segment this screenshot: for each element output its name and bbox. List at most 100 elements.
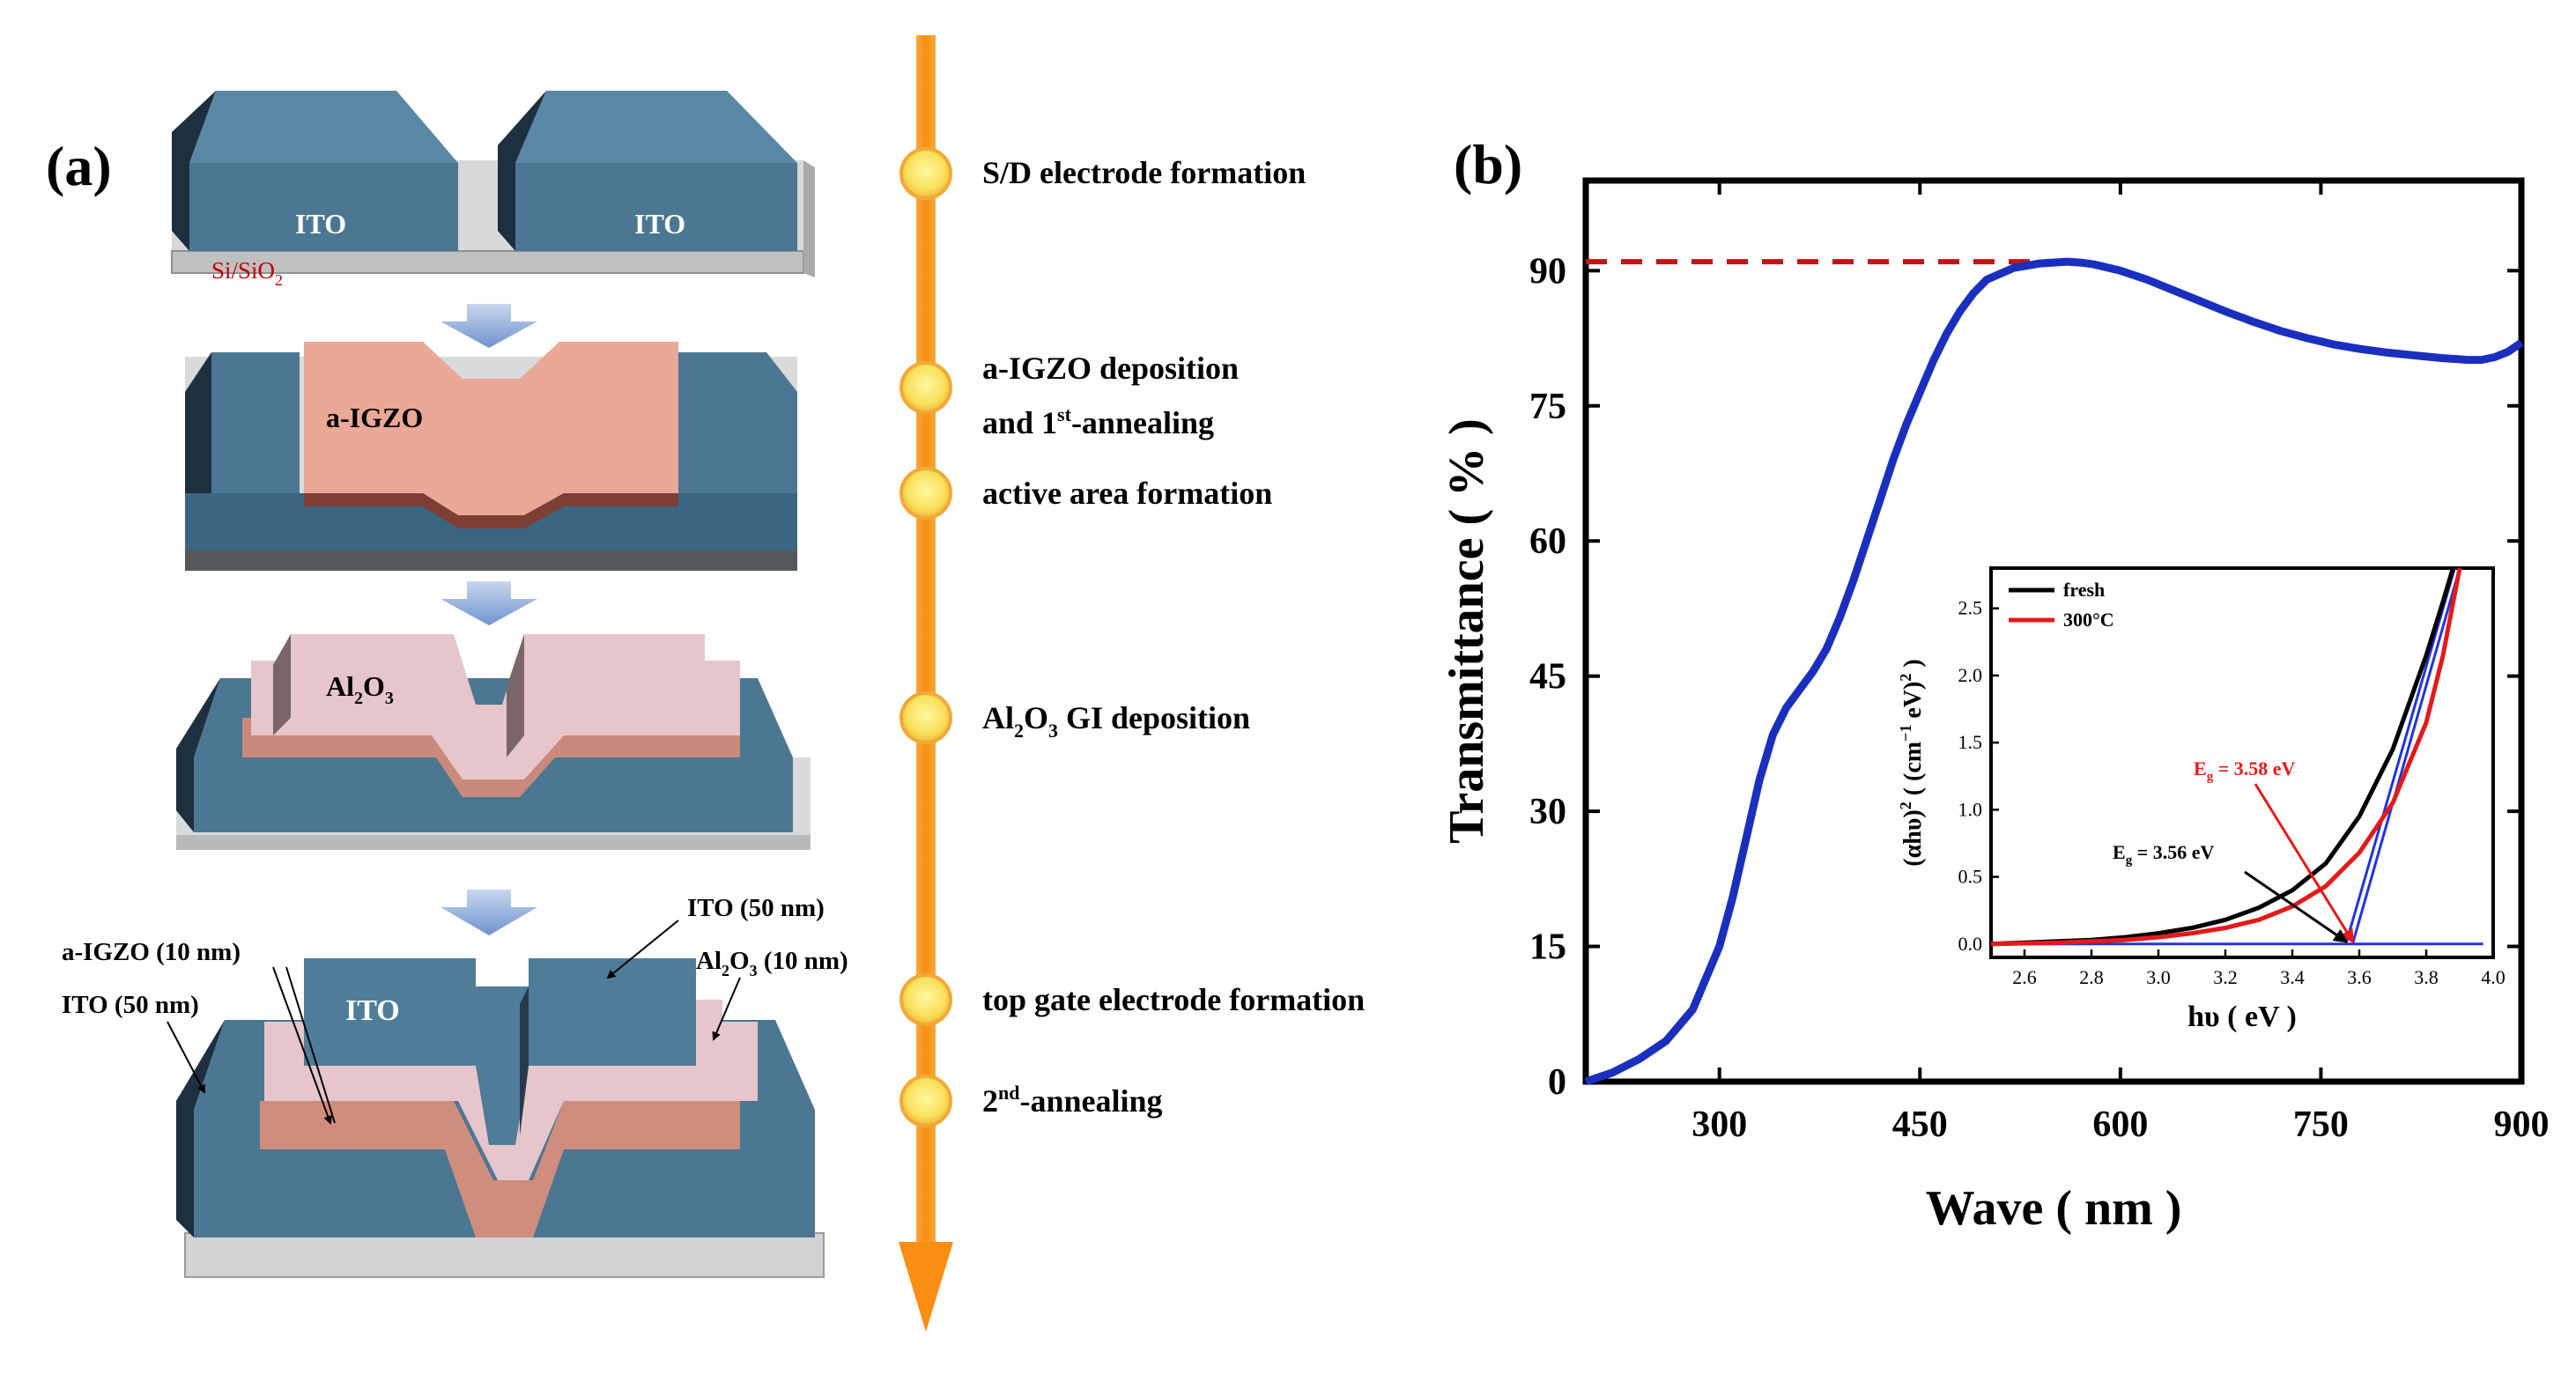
substrate-3-edge: [176, 835, 811, 850]
ito-gate-label: ITO: [345, 994, 400, 1027]
al2o3-side: [273, 634, 291, 735]
transmittance-series-line: [1584, 257, 2524, 1086]
y-tick-label: 75: [1529, 387, 1566, 427]
inset-x-tick-label: 3.6: [2347, 966, 2372, 988]
process-arrow-2: [440, 581, 537, 625]
inset-annotation-arrow-2: [2244, 870, 2349, 943]
ito-top-gate-side: [520, 986, 529, 1136]
y-tick-label: 15: [1529, 927, 1566, 968]
inset-x-axis-label: hυ ( eV ): [2187, 1001, 2297, 1033]
inset-fit-line-2: [2350, 568, 2461, 945]
ito-4-side: [176, 1020, 225, 1237]
inset-y-axis-label: (αhυ)2 ( (cm−1 eV)2 ): [1897, 659, 1927, 866]
y-tick-label: 0: [1548, 1062, 1566, 1103]
igzo-4: [260, 1101, 740, 1237]
timeline-dot-6: [899, 973, 952, 1026]
substrate-4: [184, 1232, 825, 1278]
inset-x-tick-label: 3.4: [2280, 966, 2305, 988]
ito-left-front: [189, 163, 458, 251]
panel-a-label: (a): [46, 135, 112, 197]
timeline-step-3: and 1st-annealing: [982, 403, 1214, 440]
annotation-arrow-ito-top: [606, 920, 679, 979]
inset-fit-line-1: [2344, 568, 2456, 945]
timeline-step-5: Al2O3 GI deposition: [982, 700, 1250, 742]
inset-plot-area: [1991, 568, 2483, 947]
timeline-dot-4: [899, 467, 952, 520]
ito-right-label: ITO: [634, 208, 685, 240]
timeline-dot-1: [899, 147, 952, 200]
inset-y-tick-label: 0.0: [1958, 933, 1983, 955]
ito-3-side: [176, 678, 220, 832]
timeline-dot-5: [899, 691, 952, 744]
inset-y-tick-label: 2.5: [1958, 597, 1983, 619]
igzo-film-side: [304, 493, 678, 528]
x-tick-label: 450: [1892, 1104, 1948, 1145]
process-arrow-3: [440, 890, 537, 935]
annotation-arrow-al2o3: [712, 977, 741, 1041]
annotation-arrow-ito-side: [167, 1021, 205, 1094]
ito-left-label: ITO: [295, 208, 346, 240]
annotation-arrow-igzo-2: [285, 966, 336, 1124]
x-tick-label: 900: [2494, 1104, 2550, 1145]
inset-x-tick-label: 2.6: [2012, 966, 2037, 988]
timeline-step-6: top gate electrode formation: [982, 982, 1365, 1017]
timeline-dot-7: [899, 1075, 952, 1127]
inset-x-tick-label: 3.8: [2414, 966, 2439, 988]
timeline-step-2: a-IGZO deposition: [982, 351, 1239, 386]
al2o3-label: Al2O3: [326, 670, 394, 708]
ito-2-right: [678, 352, 797, 528]
igzo-film: [304, 342, 678, 515]
annotation-al2o3: Al2O3 (10 nm): [696, 947, 848, 979]
diagram-step-2: a-IGZO: [185, 342, 797, 571]
ito-top-gate: [304, 958, 696, 1145]
al2o3-layer: [251, 634, 740, 779]
inset-x-tick-label: 3.2: [2213, 966, 2238, 988]
igzo-label: a-IGZO: [326, 402, 423, 433]
ito-right-side: [498, 91, 546, 251]
annotation-ito-top: ITO (50 nm): [687, 894, 825, 922]
ito-right-top: [515, 91, 797, 163]
inset-x-tick-label: 2.8: [2079, 966, 2104, 988]
inset-y-tick-label: 0.5: [1958, 866, 1983, 888]
inset-y-tick-label: 1.5: [1958, 731, 1983, 753]
al2o3-side-2: [507, 634, 524, 757]
diagram-step-3: Al2O3: [176, 634, 811, 850]
y-tick-label: 45: [1529, 657, 1566, 698]
x-axis-label: Wave ( nm ): [1926, 1181, 2182, 1236]
timeline-step-4: active area formation: [982, 476, 1272, 511]
substrate-2-bottom: [185, 550, 797, 571]
ito-right-front: [515, 163, 797, 251]
timeline-step-7: 2nd-annealing: [982, 1082, 1163, 1119]
timeline-dot-2: [899, 361, 952, 414]
inset-annotation-eg-1: Eg = 3.58 eV: [2194, 757, 2295, 784]
annotation-arrow-igzo: [272, 966, 332, 1125]
ito-left-top: [189, 91, 458, 163]
inset-x-tick-label: 4.0: [2481, 966, 2506, 988]
timeline-arrowhead: [899, 1242, 953, 1332]
timeline-step-1: S/D electrode formation: [982, 155, 1306, 190]
plot-frame: [1582, 177, 2525, 1085]
substrate-1-edge: [803, 160, 815, 277]
inset-y-tick-label: 1.0: [1958, 798, 1983, 820]
inset-series-annealed: [1991, 568, 2462, 947]
panel-a: (a) ITO ITO Si/SiO2: [46, 35, 1365, 1332]
diagram-step-1: ITO ITO Si/SiO2: [171, 91, 815, 289]
x-tick-label: 750: [2293, 1104, 2349, 1145]
diagram-step-4: ITO ITO (50 nm) a-IGZO (10 nm) Al2O3 (10…: [62, 894, 848, 1278]
inset-legend-label: 300°C: [2063, 609, 2114, 631]
inset-annotation-eg-2: Eg = 3.56 eV: [2113, 841, 2214, 868]
timeline-bar: [916, 35, 936, 1251]
ito-2-left: [211, 352, 300, 528]
process-arrow-1: [440, 304, 537, 348]
panel-b-label: (b): [1454, 133, 1522, 196]
y-tick-label: 30: [1529, 792, 1566, 832]
y-tick-label: 60: [1529, 521, 1566, 562]
y-axis-label: Transmittance ( % ): [1440, 418, 1494, 844]
ito-left-side: [172, 91, 216, 251]
inset-annotation-arrow-1: [2254, 783, 2354, 944]
annotation-igzo: a-IGZO (10 nm): [62, 938, 241, 966]
inset-legend-label: fresh: [2063, 579, 2105, 601]
x-tick-label: 600: [2092, 1104, 2148, 1145]
